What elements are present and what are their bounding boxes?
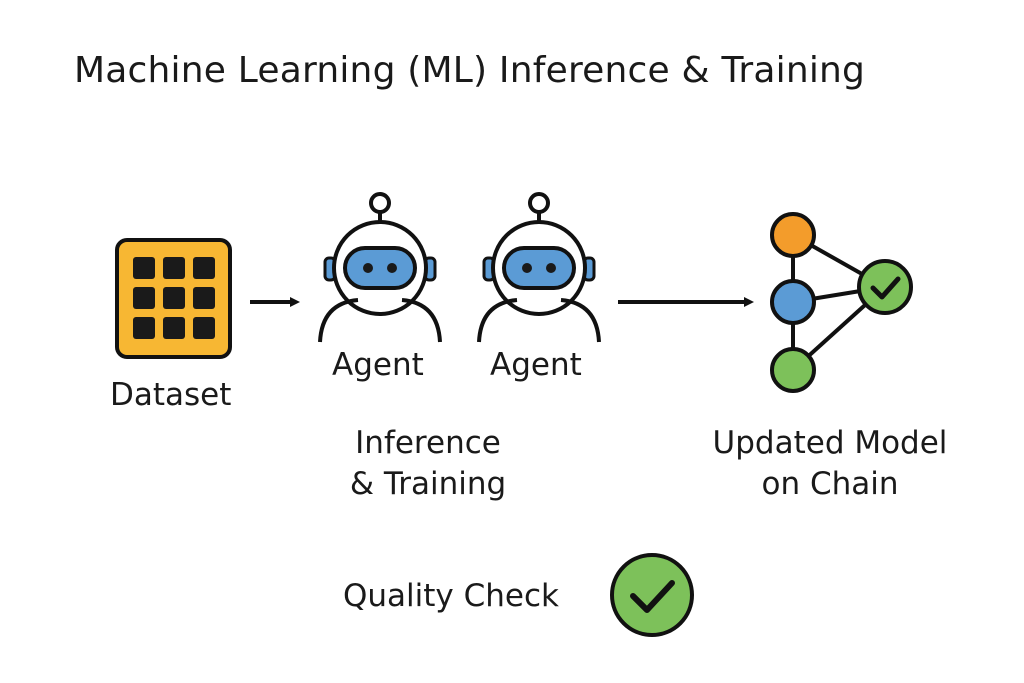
model-label: Updated Model on Chain [700, 423, 960, 505]
process-label-line: & Training [349, 466, 507, 502]
robot-agent-icon [318, 192, 442, 343]
agent-label: Agent [490, 347, 582, 383]
quality-check-label: Quality Check [343, 578, 559, 614]
checkmark-circle-icon [610, 553, 694, 637]
process-label-line: Inference [355, 425, 501, 461]
agent-label: Agent [332, 347, 424, 383]
grid-dataset-icon [115, 238, 232, 359]
neural-network-icon [770, 212, 913, 393]
robot-agent-icon [477, 192, 601, 343]
dataset-label: Dataset [110, 377, 232, 413]
model-label-line: on Chain [761, 466, 899, 502]
model-label-line: Updated Model [712, 425, 948, 461]
page-title: Machine Learning (ML) Inference & Traini… [74, 50, 866, 91]
process-label: Inference & Training [340, 423, 516, 505]
